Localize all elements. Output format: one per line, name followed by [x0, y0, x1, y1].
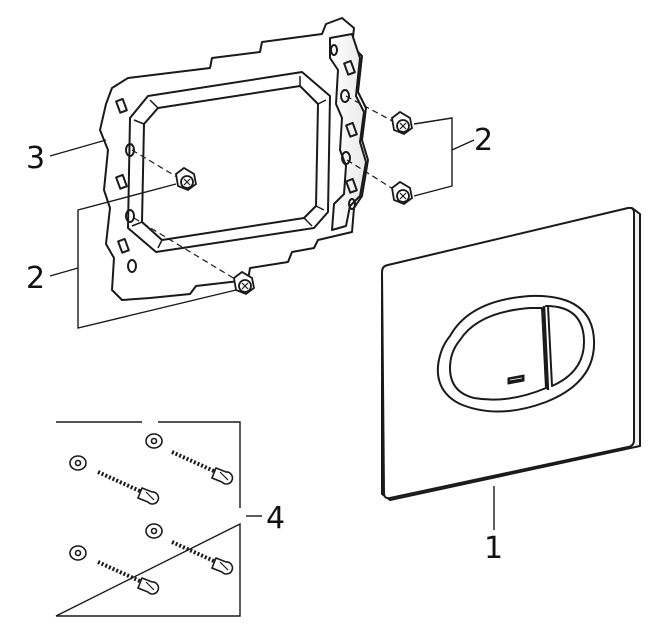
screw-right-lower	[391, 180, 413, 206]
screw-left-upper	[175, 166, 197, 192]
spare-fixing-kit	[55, 421, 262, 617]
callout-screws-left: 2	[26, 261, 45, 296]
grohe-logo-icon	[507, 374, 525, 385]
alignment-lines	[131, 95, 399, 283]
washer	[145, 523, 163, 539]
wood-screw	[171, 450, 234, 485]
washer	[69, 545, 87, 561]
kit-outline	[55, 421, 241, 617]
mounting-frame	[99, 17, 369, 301]
kit-screws	[69, 433, 234, 595]
screw-left-lower	[233, 270, 255, 296]
leader-lines	[49, 117, 495, 530]
washer	[145, 433, 163, 449]
flush-plate	[381, 206, 641, 501]
callout-spare-kit: 4	[266, 501, 285, 536]
wood-screw	[97, 470, 160, 505]
screw-right-upper	[391, 110, 413, 136]
washer	[69, 455, 87, 471]
callout-screws-right: 2	[474, 123, 493, 158]
callout-frame: 3	[26, 141, 45, 176]
callout-plate: 1	[484, 531, 503, 566]
wood-screw	[171, 540, 234, 575]
callout-labels: 1 2 2 3 4	[26, 123, 503, 566]
small-flush-button	[545, 305, 585, 387]
wood-screw	[97, 560, 160, 595]
